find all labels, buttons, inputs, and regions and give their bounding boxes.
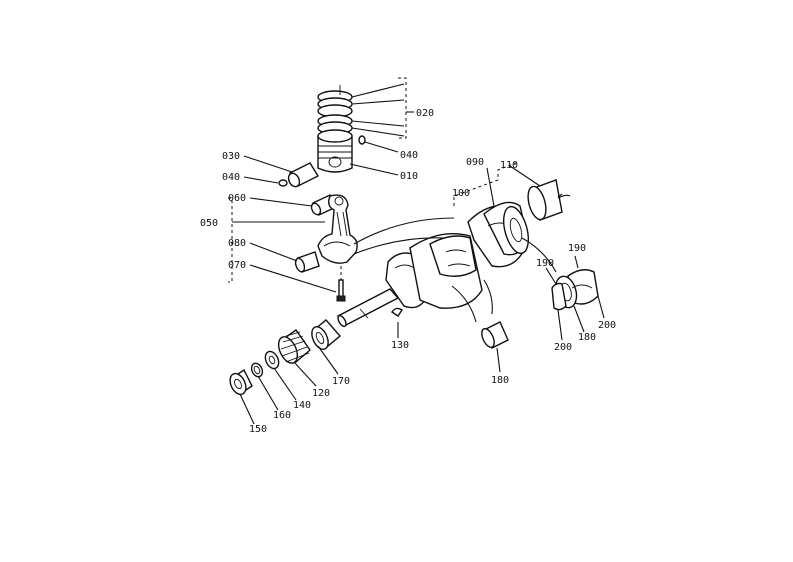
callout-130: 130: [391, 340, 409, 351]
callout-190-lower: 190: [536, 258, 554, 269]
o-ring[interactable]: [250, 362, 265, 379]
callout-010: 010: [400, 171, 418, 182]
callout-050: 050: [200, 218, 218, 229]
piston-pin[interactable]: [286, 162, 319, 189]
callout-170: 170: [332, 376, 350, 387]
callout-120: 120: [312, 388, 330, 399]
callout-140: 140: [293, 400, 311, 411]
crank-gear[interactable]: [275, 329, 311, 366]
callout-070: 070: [228, 260, 246, 271]
callout-160: 160: [273, 410, 291, 421]
callout-180-middle: 180: [491, 375, 509, 386]
connecting-rod-bolt[interactable]: [336, 279, 346, 302]
crankshaft[interactable]: [336, 201, 532, 328]
piston[interactable]: [317, 129, 353, 173]
callout-080: 080: [228, 238, 246, 249]
main-bearing-rear[interactable]: [525, 179, 563, 221]
callout-200-right: 200: [598, 320, 616, 331]
callout-060: 060: [228, 193, 246, 204]
circlip-right[interactable]: [358, 135, 366, 145]
callout-090: 090: [466, 157, 484, 168]
callout-100: 100: [452, 188, 470, 199]
callout-110: 110: [500, 160, 518, 171]
callout-040-piston: 040: [400, 150, 418, 161]
connecting-rod-bearing[interactable]: [294, 251, 320, 273]
bearing-case[interactable]: [551, 269, 599, 311]
callout-200-left: 200: [554, 342, 572, 353]
woodruff-key[interactable]: [391, 307, 403, 317]
callout-150: 150: [249, 424, 267, 435]
piston-rings[interactable]: [317, 85, 353, 135]
callout-190-upper: 190: [568, 243, 586, 254]
main-bearing-middle[interactable]: [479, 321, 509, 349]
callout-020: 020: [416, 108, 434, 119]
callout-040-pin: 040: [222, 172, 240, 183]
oil-seal[interactable]: [227, 368, 253, 397]
circlip-left[interactable]: [278, 179, 288, 187]
main-bearing-front[interactable]: [309, 319, 341, 352]
collar[interactable]: [263, 349, 281, 370]
callout-180-right: 180: [578, 332, 596, 343]
callout-030: 030: [222, 151, 240, 162]
connecting-rod[interactable]: [317, 194, 358, 264]
